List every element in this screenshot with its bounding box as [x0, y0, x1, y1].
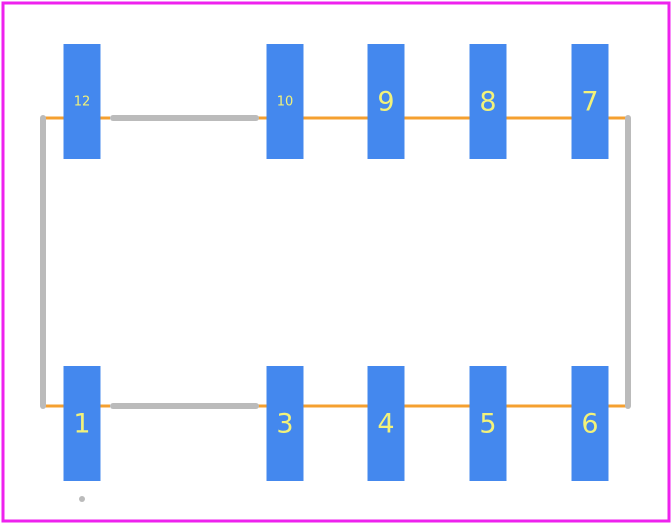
pad-8: 8: [469, 44, 507, 159]
pad-6: 6: [571, 366, 609, 481]
pad-3: 3: [266, 366, 304, 481]
pad-4: 4: [367, 366, 405, 481]
pad-8-body: [469, 44, 507, 159]
pad-10-body: [266, 44, 304, 159]
pad-9: 9: [367, 44, 405, 159]
pad-1: 1: [63, 366, 101, 481]
pad-12-label: 12: [74, 95, 91, 110]
pad-9-body: [367, 44, 405, 159]
pad-3-label: 3: [276, 409, 293, 440]
pad-5-label: 5: [479, 409, 496, 440]
pad-4-label: 4: [377, 409, 394, 440]
pad-10-label: 10: [277, 95, 294, 110]
pad-5: 5: [469, 366, 507, 481]
pad-1-label: 1: [73, 409, 90, 440]
pad-7-label: 7: [581, 87, 598, 118]
pad-7-body: [571, 44, 609, 159]
traces: [44, 116, 628, 408]
pad-1-body: [63, 366, 101, 481]
pad-4-body: [367, 366, 405, 481]
silkscreen: [40, 115, 631, 409]
pad-8-label: 8: [479, 87, 496, 118]
pad-5-body: [469, 366, 507, 481]
pads: 12 10 9 8 7 1 3 4 5 6: [63, 44, 609, 481]
pad-6-body: [571, 366, 609, 481]
pad-12: 12: [63, 44, 101, 159]
pad-12-body: [63, 44, 101, 159]
pad-6-label: 6: [581, 409, 598, 440]
pad-9-label: 9: [377, 87, 394, 118]
pad-3-body: [266, 366, 304, 481]
pad-10: 10: [266, 44, 304, 159]
pin1-marker: [79, 496, 85, 502]
pad-7: 7: [571, 44, 609, 159]
